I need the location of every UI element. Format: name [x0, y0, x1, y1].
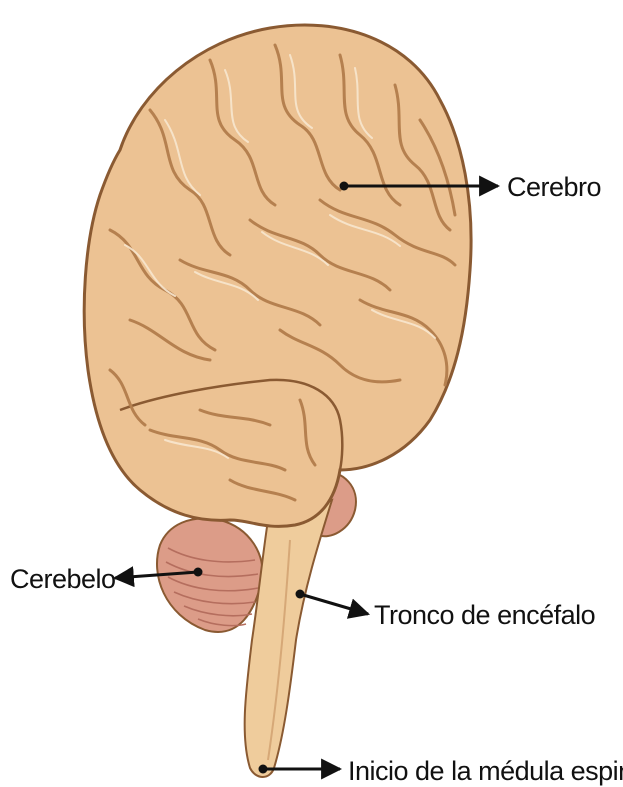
- label-medula: Inicio de la médula espinal: [348, 756, 623, 786]
- label-tronco: Tronco de encéfalo: [374, 600, 595, 630]
- cerebrum: [84, 25, 471, 526]
- brainstem: [245, 500, 332, 777]
- label-cerebelo: Cerebelo: [10, 564, 116, 594]
- leader-tronco: [300, 594, 368, 614]
- label-cerebro: Cerebro: [507, 172, 601, 202]
